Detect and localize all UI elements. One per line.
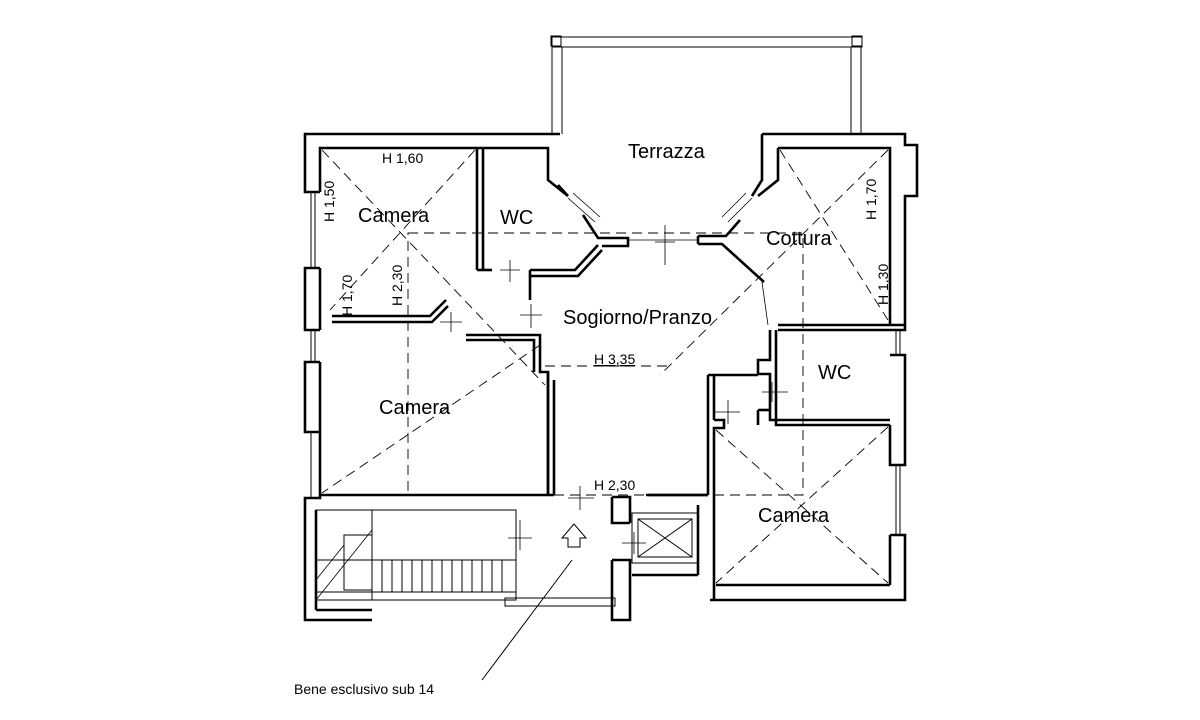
terrace-railing — [550, 35, 863, 134]
height-label-h130: H 1,30 — [875, 264, 891, 305]
room-label-soggiorno: Sogiorno/Pranzo — [563, 307, 712, 329]
height-label-h335: H 3,35 — [594, 351, 635, 367]
height-label-h160: H 1,60 — [382, 150, 423, 166]
annotation-bene-esclusivo: Bene esclusivo sub 14 — [294, 681, 434, 697]
height-label-h170-west: H 1,70 — [339, 275, 355, 316]
room-label-camera-se: Camera — [758, 505, 830, 527]
room-label-terrazza: Terrazza — [628, 141, 706, 163]
elevator-icon — [631, 505, 700, 577]
height-label-h230-south: H 2,30 — [594, 477, 635, 493]
door-markers — [440, 192, 788, 554]
room-label-wc-north: WC — [500, 207, 533, 229]
stairs-icon — [315, 509, 616, 607]
room-label-wc-east: WC — [818, 362, 851, 384]
room-label-camera-west: Camera — [379, 397, 451, 419]
entrance-arrow-icon — [560, 523, 588, 548]
room-diagonals — [321, 149, 889, 584]
height-label-h150: H 1,50 — [321, 181, 337, 222]
height-label-h230-west: H 2,30 — [389, 265, 405, 306]
room-label-camera-nw: Camera — [358, 205, 430, 227]
height-label-h170-east: H 1,70 — [863, 179, 879, 220]
annotation-leader-line — [481, 559, 573, 681]
exterior-walls — [303, 132, 919, 602]
room-label-cottura: Cottura — [766, 228, 832, 250]
interior-walls — [303, 148, 905, 622]
